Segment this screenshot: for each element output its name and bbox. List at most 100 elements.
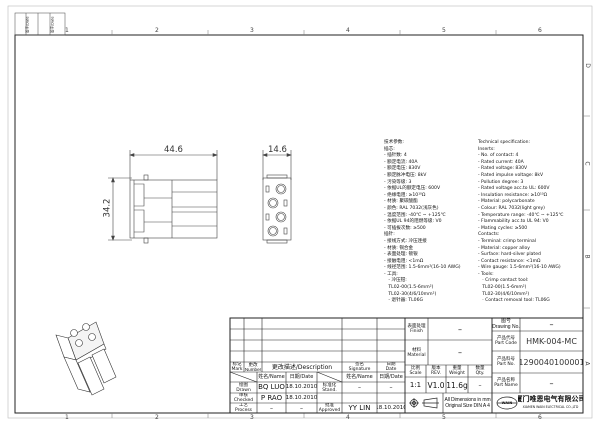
dimension-length: 44.6 [164, 145, 183, 155]
title-block-grid [229, 317, 584, 414]
dimension-height: 34.2 [102, 198, 113, 218]
spec-line: - Colour: RAL 7032(light grey) [478, 205, 545, 211]
spec-line: - Rated impulse voltage: 8kV [478, 172, 544, 178]
spec-line: - 接触电阻: <1mΩ [384, 258, 424, 264]
spec-line: - 工具: [384, 271, 398, 277]
spec-line: - Contact resistance: <1mΩ [478, 258, 541, 264]
spec-line: Inserts: [478, 146, 495, 152]
dimension-width: 14.6 [268, 145, 287, 155]
zone-label: 3 [250, 27, 254, 34]
isometric-view [55, 321, 117, 396]
spec-line: TL02-00(1.5-6mm²) [478, 285, 527, 291]
rev-value: V1.0 [427, 380, 445, 390]
date-header: 日期/Date [289, 373, 314, 380]
spec-list-chinese: 技术参数:插芯:- 插针数: 4- 额定电流: 40A- 额定电压: 830V -… [384, 140, 461, 305]
side-view [108, 150, 218, 244]
spec-line: - No. of contact: 4 [478, 153, 519, 159]
spec-line: 技术参数: [384, 140, 404, 145]
zone-label: 6 [538, 27, 542, 34]
projection-symbol-icon [409, 397, 439, 409]
spec-line: - 材质: 铜合金 [384, 245, 414, 251]
spec-line: - Pollution degree: 3 [478, 179, 524, 185]
spec-line: - Temperature range: -40℃ ~ +125℃ [478, 212, 564, 218]
spec-line: TL02-00(1.5-6mm²) [384, 285, 434, 291]
zone-label: 2 [155, 414, 159, 421]
spec-line: - Rated voltage acc.to UL: 600V [478, 186, 550, 192]
spec-line: - Mating cycles: ≥500 [478, 225, 528, 231]
corner-stamp-label: 签字/Date [25, 16, 30, 34]
spec-line: - Wire gauge: 1.5-6mm²(16-10 AWG) [478, 265, 561, 271]
zone-label: C [583, 161, 591, 166]
stand-name: – [358, 384, 361, 391]
company-name-cn: 厦门唯恩电气有限公司 [518, 395, 583, 403]
spec-line: - 额定电压: 830V [384, 166, 421, 172]
spec-line: · Crimp contact tool: [478, 278, 529, 284]
spec-list-english: Technical specification:Inserts:- No. of… [478, 140, 563, 305]
spec-line: - 插针数: 4 [384, 153, 407, 159]
drawn-name: BQ LUO [258, 383, 285, 391]
spec-line: TL02-30(4/6/10mm²) [478, 291, 530, 297]
company-name-en: XIAMEN WAIN ELECTRICAL CO.,LTD [522, 405, 579, 409]
spec-line: - Material: polycarbonate [478, 199, 535, 205]
zone-label: 4 [346, 27, 350, 34]
part-name-value: – [549, 378, 554, 388]
spec-line: - Rated current: 40A [478, 159, 524, 165]
spec-line: - 材质: 聚碳酸酯 [384, 199, 418, 205]
front-view [262, 150, 292, 244]
spec-line: - 表面处理: 镀银 [384, 252, 418, 258]
part-no-value: 1290040100001 [520, 357, 583, 367]
zone-label: A [583, 361, 591, 366]
spec-line: - Flammability acc.to UL 94: V0 [478, 219, 549, 225]
spec-line: · Contact removal tool: TL06G [478, 298, 550, 304]
approved-date: 18.10.2010 [377, 404, 405, 411]
checked-date: 18.10.2010 [286, 394, 317, 401]
zone-label: 3 [250, 414, 254, 421]
spec-line: - 额定电流: 40A [384, 159, 418, 165]
spec-line: - 颜色: RAL 7032(浅灰色) [384, 205, 439, 211]
spec-line: Contacts: [478, 232, 500, 238]
spec-line: TL02-30(4/6/10mm²) [384, 291, 437, 297]
corner-stamp-label: 签字/Date [50, 16, 55, 34]
spec-line: - 温度范围: -40℃ ~ +125℃ [384, 212, 446, 218]
spec-line: - Terminal: crimp terminal [478, 238, 537, 244]
finish-value: – [458, 324, 462, 334]
stand-date: – [389, 384, 393, 391]
drawing-no-value: – [549, 320, 554, 329]
spec-line: - 污染等级: 3 [384, 179, 412, 185]
spec-line: - 可插拔次数: ≥500 [384, 225, 426, 231]
spec-line: - 冷压钳: [384, 278, 407, 284]
spec-line: - 依据UL 94的阻燃等级: V0 [384, 219, 442, 225]
zone-label: 6 [538, 414, 542, 421]
zone-label: 4 [346, 414, 350, 421]
spec-line: - Insulation resistance: ≥10¹⁰Ω [478, 192, 548, 198]
zone-label: 1 [65, 27, 69, 34]
process-date: – [300, 404, 303, 412]
name-header: 姓名/Name [258, 373, 285, 380]
spec-line: - Tools: [478, 271, 494, 277]
spec-line: 插芯: [384, 146, 395, 152]
zone-label: D [583, 63, 591, 68]
spec-line: - Surface: hard-silver plated [478, 252, 541, 258]
process-name: – [270, 404, 273, 412]
scale-value: 1:1 [409, 380, 422, 389]
spec-line: - 退针器: TL06G [384, 298, 424, 304]
